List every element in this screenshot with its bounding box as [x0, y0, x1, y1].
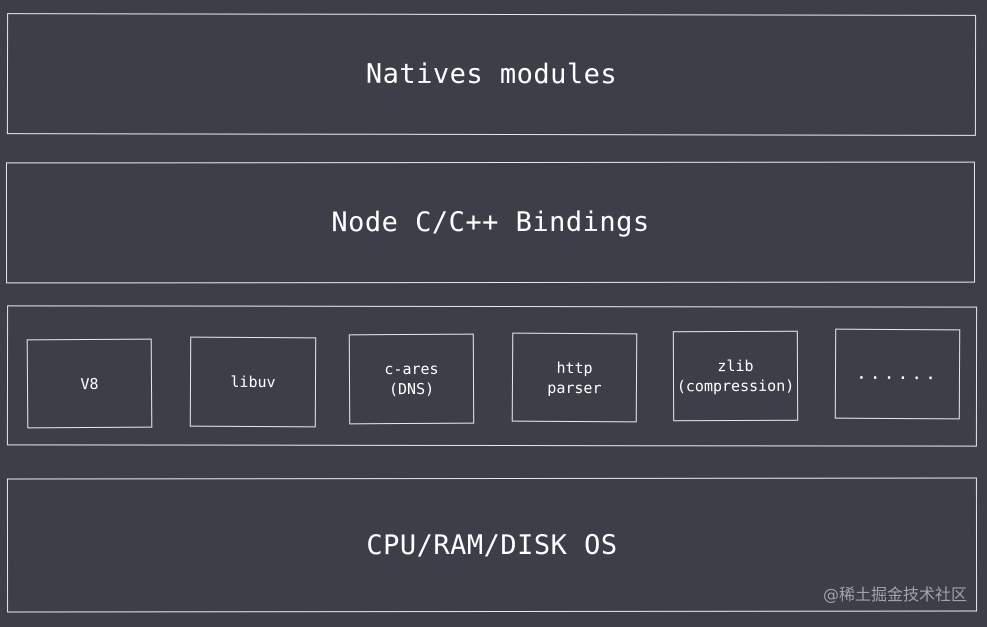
dep-box-more: ......: [834, 328, 961, 420]
dep-box-http-parser: http parser: [511, 332, 638, 423]
layer-node-bindings: Node C/C++ Bindings: [5, 161, 976, 284]
dep-box-v8: V8: [26, 338, 153, 429]
dep-line: zlib: [717, 356, 754, 376]
watermark-text: @稀土掘金技术社区: [822, 585, 967, 604]
layer-os-label: CPU/RAM/DISK OS: [366, 529, 618, 561]
layer-natives-modules-label: Natives modules: [365, 58, 618, 91]
dep-line: http: [556, 358, 593, 377]
dep-line: libuv: [230, 372, 276, 392]
dep-line: (DNS): [388, 379, 435, 399]
dep-line: V8: [80, 374, 99, 393]
layer-natives-modules: Natives modules: [6, 13, 977, 136]
dep-line: c-ares: [384, 359, 439, 379]
dep-box-zlib: zlib (compression): [672, 330, 799, 422]
dep-line: parser: [547, 378, 602, 397]
layer-dependencies: [6, 305, 978, 447]
dep-box-libuv: libuv: [189, 336, 317, 428]
dep-line: (compression): [676, 376, 795, 396]
dep-line-ellipsis: ......: [855, 362, 940, 385]
dep-box-c-ares: c-ares (DNS): [348, 333, 475, 425]
layer-node-bindings-label: Node C/C++ Bindings: [331, 206, 650, 239]
